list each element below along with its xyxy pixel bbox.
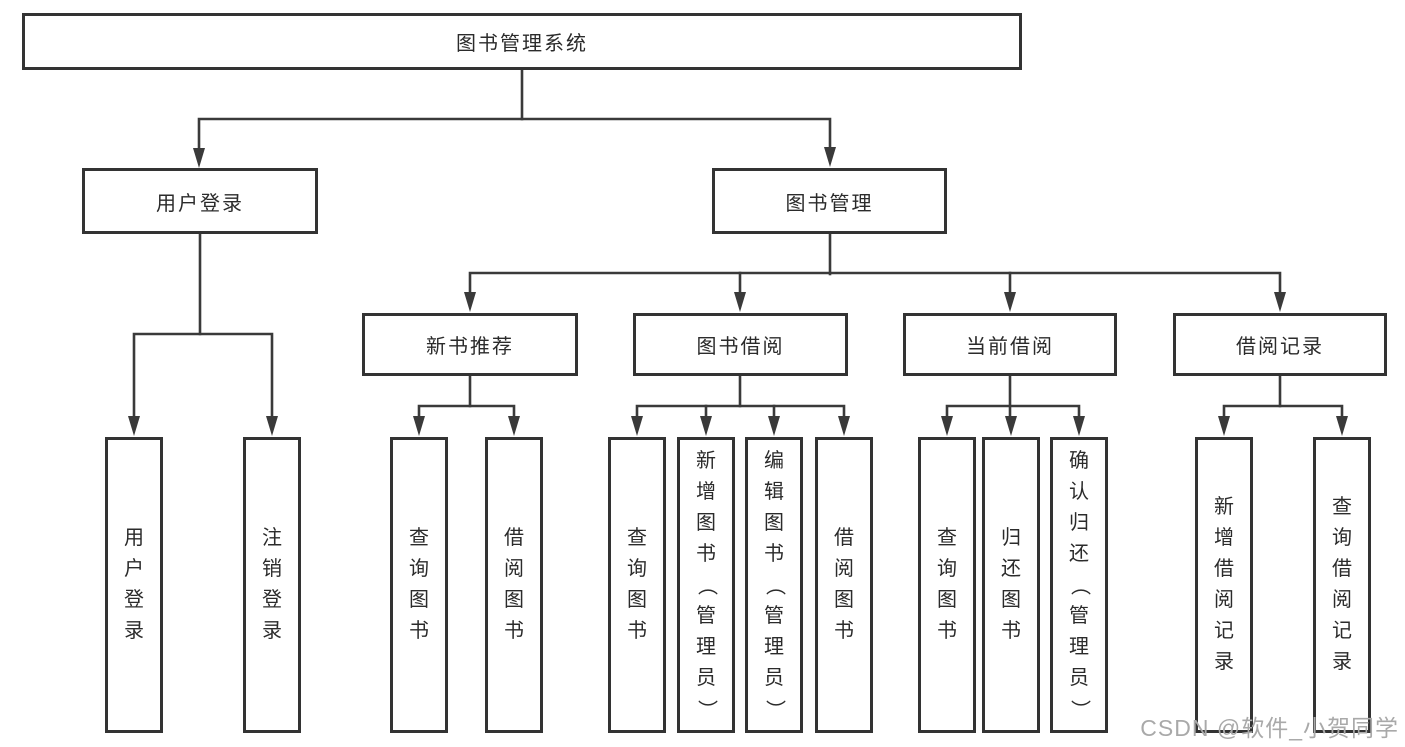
node-current-borrowing: 当前借阅 bbox=[903, 313, 1117, 376]
watermark: CSDN @软件_小贺同学 bbox=[1140, 715, 1399, 741]
node-borrowing-records: 借阅记录 bbox=[1173, 313, 1387, 376]
leaf-confirm-return-admin: 确认归还（管理员） bbox=[1050, 437, 1108, 733]
leaf-edit-books-admin: 编辑图书（管理员） bbox=[745, 437, 803, 733]
node-label: 图书管理系统 bbox=[456, 33, 588, 55]
leaf-add-books-admin: 新增图书（管理员） bbox=[677, 437, 735, 733]
leaf-search-books-borrowing: 查询图书 bbox=[608, 437, 666, 733]
node-book-management: 图书管理 bbox=[712, 168, 947, 234]
leaf-borrow-books: 借阅图书 bbox=[815, 437, 873, 733]
leaf-user-login: 用户登录 bbox=[105, 437, 163, 733]
leaf-search-borrow-record: 查询借阅记录 bbox=[1313, 437, 1371, 733]
node-library-management-system: 图书管理系统 bbox=[22, 13, 1022, 70]
node-book-borrowing: 图书借阅 bbox=[633, 313, 848, 376]
leaf-add-borrow-record: 新增借阅记录 bbox=[1195, 437, 1253, 733]
leaf-logout: 注销登录 bbox=[243, 437, 301, 733]
node-user-login: 用户登录 bbox=[82, 168, 318, 234]
node-new-book-recommendation: 新书推荐 bbox=[362, 313, 578, 376]
node-label: 借阅记录 bbox=[1236, 336, 1324, 358]
node-label: 当前借阅 bbox=[966, 336, 1054, 358]
leaf-search-books-current: 查询图书 bbox=[918, 437, 976, 733]
node-label: 新书推荐 bbox=[426, 336, 514, 358]
node-label: 图书借阅 bbox=[696, 336, 785, 358]
leaf-return-books: 归还图书 bbox=[982, 437, 1040, 733]
node-label: 图书管理 bbox=[785, 192, 874, 215]
node-label: 用户登录 bbox=[156, 192, 244, 215]
leaf-borrow-books-recommend: 借阅图书 bbox=[485, 437, 543, 733]
leaf-search-books-recommend: 查询图书 bbox=[390, 437, 448, 733]
